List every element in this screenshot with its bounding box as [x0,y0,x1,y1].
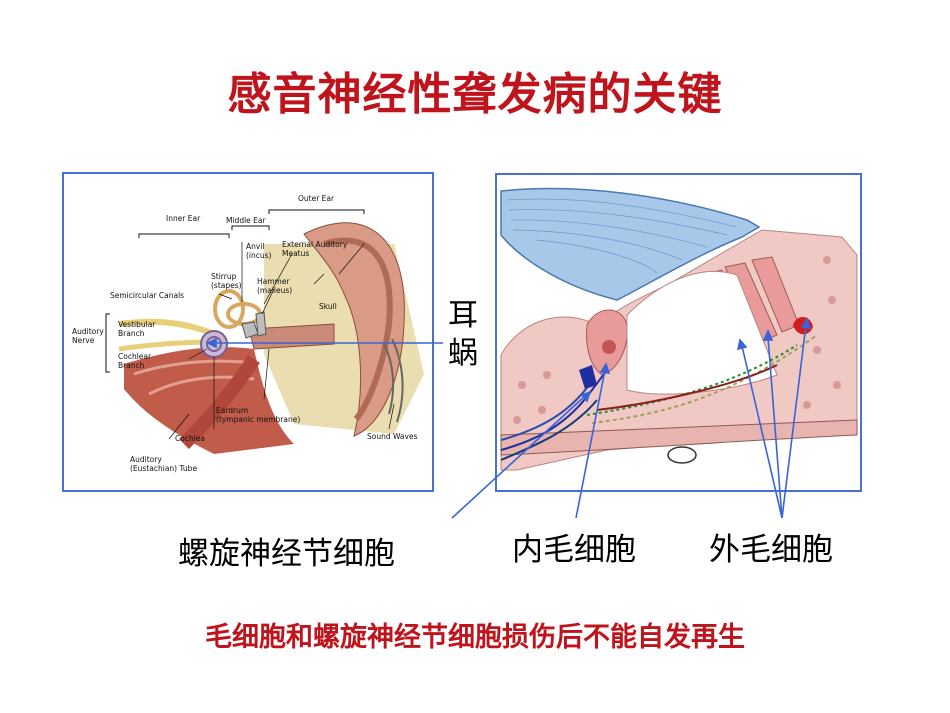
label-hammer: Hammer (malleus) [257,277,293,295]
label-external-auditory-meatus: External Auditory Meatus [282,240,348,258]
organ-of-corti-panel [495,173,862,492]
label-inner-ear: Inner Ear [166,214,201,223]
cochlea-label: 耳蜗 [448,298,478,371]
label-stirrup: Stirrup (stapes) [211,272,242,290]
ear-anatomy-illustration [105,209,424,454]
label-middle-ear: Middle Ear [226,216,266,225]
label-cochlear-branch: Cochlear Branch [118,352,152,370]
caption-outer-hair-cells: 外毛细胞 [709,532,833,568]
label-eardrum: Eardrum (tympanic membrane) [216,406,301,424]
label-semicircular-canals: Semicircular Canals [110,291,185,300]
caption-spiral-ganglion-cells: 螺旋神经节细胞 [178,536,395,572]
footer-note: 毛细胞和螺旋神经节细胞损伤后不能自发再生 [205,622,745,653]
label-skull: Skull [319,302,337,311]
label-sound-waves: Sound Waves [367,432,418,441]
label-vestibular-branch: Vestibular Branch [118,320,156,338]
label-anvil: Anvil (incus) [246,242,272,260]
label-cochlea: Cochlea [175,434,205,443]
page-title: 感音神经性聋发病的关键 [227,69,723,120]
organ-of-corti-illustration [500,187,858,471]
label-auditory-tube: Auditory (Eustachian) Tube [130,455,198,473]
label-auditory-nerve: Auditory Nerve [72,327,104,345]
ear-anatomy-panel: Outer Ear Inner Ear Middle Ear Anvil (in… [62,172,434,492]
label-outer-ear: Outer Ear [298,194,335,203]
caption-inner-hair-cells: 内毛细胞 [512,532,636,568]
